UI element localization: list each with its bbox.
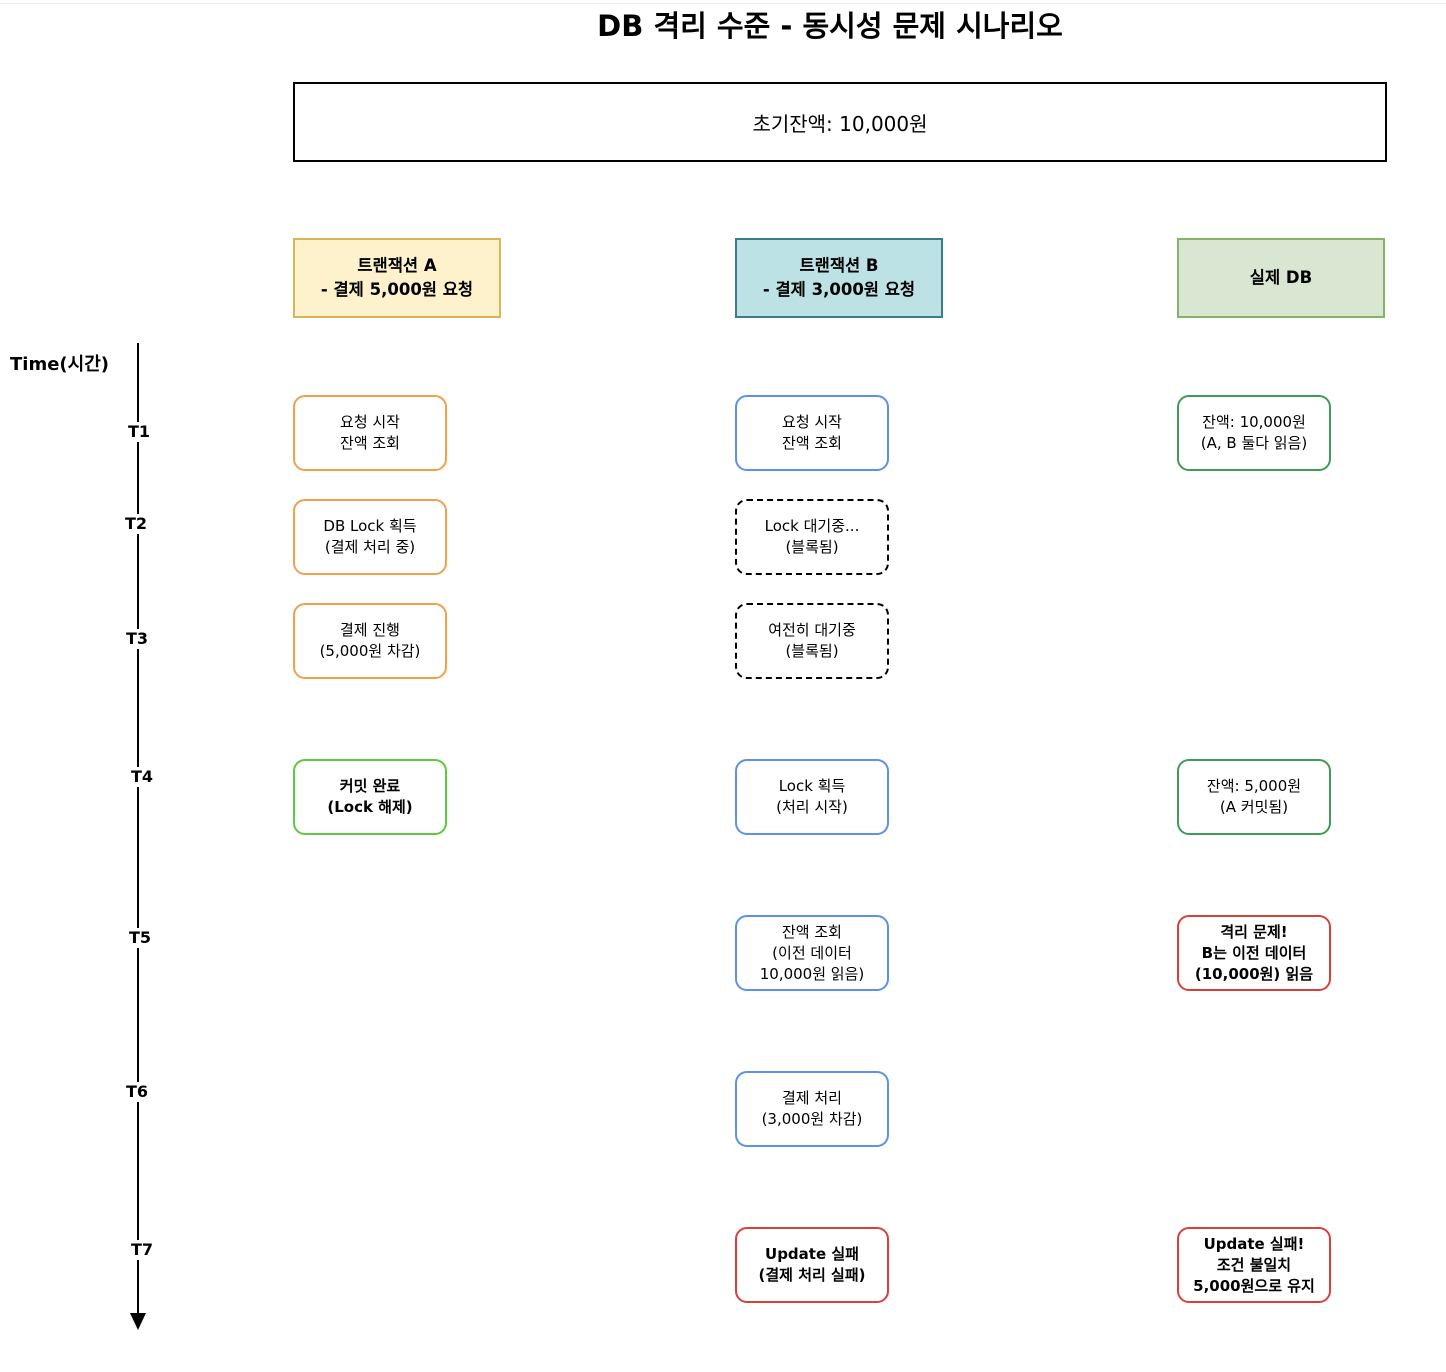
db-t7-update-failed-box: Update 실패! 조건 불일치 5,000원으로 유지 — [1177, 1227, 1331, 1303]
b-t7-update-failed-box: Update 실패 (결제 처리 실패) — [735, 1227, 889, 1303]
transaction-a-header: 트랜잭션 A - 결제 5,000원 요청 — [293, 238, 501, 318]
diagram-title: DB 격리 수준 - 동시성 문제 시나리오 — [597, 9, 1063, 43]
tick-t3: T3 — [117, 629, 157, 649]
tick-t5: T5 — [120, 928, 160, 948]
transaction-b-header: 트랜잭션 B - 결제 3,000원 요청 — [735, 238, 943, 318]
tick-t2: T2 — [116, 514, 156, 534]
tick-t6: T6 — [117, 1082, 157, 1102]
actual-db-header: 실제 DB — [1177, 238, 1385, 318]
b-t1-request-start-box: 요청 시작 잔액 조회 — [735, 395, 889, 471]
top-divider — [0, 3, 1446, 4]
a-t4-commit-box: 커밋 완료 (Lock 해제) — [293, 759, 447, 835]
b-t2-lock-waiting-box: Lock 대기중... (블록됨) — [735, 499, 889, 575]
time-axis-arrow-icon — [130, 1313, 146, 1330]
tick-t7: T7 — [122, 1240, 162, 1260]
db-t5-isolation-issue-box: 격리 문제! B는 이전 데이터 (10,000원) 읽음 — [1177, 915, 1331, 991]
b-t4-lock-acquired-box: Lock 획득 (처리 시작) — [735, 759, 889, 835]
time-axis-label: Time(시간) — [10, 354, 109, 375]
initial-balance-banner: 초기잔액: 10,000원 — [293, 82, 1387, 162]
a-t1-request-start-box: 요청 시작 잔액 조회 — [293, 395, 447, 471]
tick-t1: T1 — [119, 422, 159, 442]
initial-balance-text: 초기잔액: 10,000원 — [752, 111, 928, 136]
time-axis-line — [137, 343, 139, 1317]
b-t5-balance-read-box: 잔액 조회 (이전 데이터 10,000원 읽음) — [735, 915, 889, 991]
db-t1-balance-box: 잔액: 10,000원 (A, B 둘다 읽음) — [1177, 395, 1331, 471]
b-t3-still-waiting-box: 여전히 대기중 (블록됨) — [735, 603, 889, 679]
a-t3-payment-progress-box: 결제 진행 (5,000원 차감) — [293, 603, 447, 679]
b-t6-payment-box: 결제 처리 (3,000원 차감) — [735, 1071, 889, 1147]
tick-t4: T4 — [122, 767, 162, 787]
db-t4-balance-box: 잔액: 5,000원 (A 커밋됨) — [1177, 759, 1331, 835]
a-t2-lock-acquired-box: DB Lock 획득 (결제 처리 중) — [293, 499, 447, 575]
